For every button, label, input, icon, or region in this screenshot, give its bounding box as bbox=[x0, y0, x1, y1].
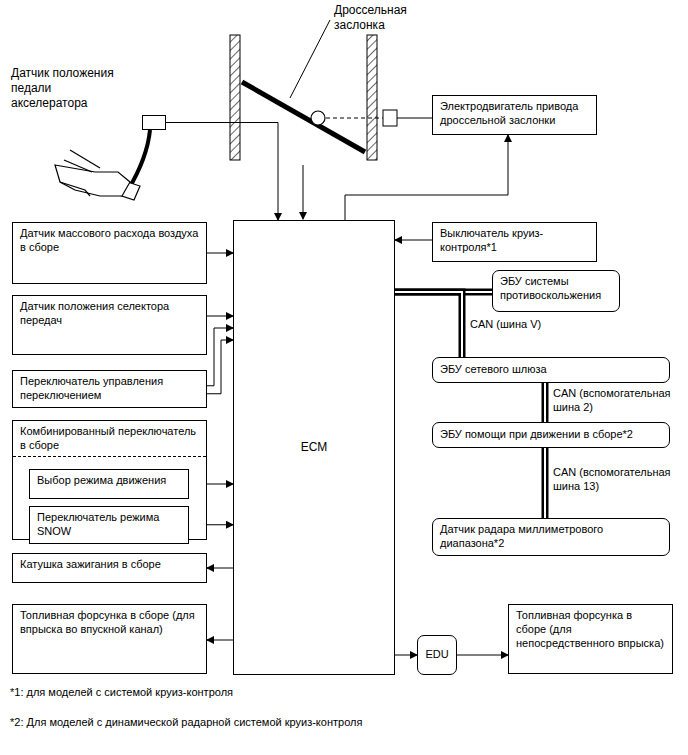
component-box: Катушка зажигания в сборе bbox=[12, 553, 207, 583]
node-text: ЭБУ системы противоскольжения bbox=[500, 275, 612, 303]
node-text: Датчик радара миллиметрового диапазона*2 bbox=[440, 523, 662, 551]
node-text: Катушка зажигания в сборе bbox=[20, 558, 199, 572]
signal-arrow bbox=[166, 123, 278, 221]
component-box: Комбинированный переключатель в сбореВыб… bbox=[12, 420, 207, 540]
node-text: Датчик положения педали акселератора bbox=[11, 66, 129, 111]
component-box: ЭБУ системы противоскольжения bbox=[492, 270, 620, 312]
node-text: Комбинированный переключатель в сборе bbox=[20, 425, 199, 453]
component-box: Датчик массового расхода воздуха в сборе bbox=[12, 222, 207, 284]
signal-arrow bbox=[207, 316, 233, 317]
signal-arrow bbox=[207, 340, 233, 394]
component-box: Выбор режима движения bbox=[29, 469, 189, 499]
node-text: Датчик положения селектора передач bbox=[20, 300, 199, 328]
component-box: EDU bbox=[417, 635, 457, 675]
component-box: Электродвигатель привода дроссельной зас… bbox=[432, 95, 597, 135]
node-text: ECM bbox=[301, 440, 328, 455]
node-text: Выбор режима движения bbox=[37, 474, 181, 488]
component-box: Датчик положения селектора передач bbox=[12, 295, 207, 355]
bus-label: CAN (шина V) bbox=[470, 318, 541, 332]
component-box: Выключатель круиз-контроля*1 bbox=[432, 222, 597, 262]
node-text: Переключатель управления переключением bbox=[20, 375, 199, 403]
signal-arrow bbox=[457, 655, 508, 656]
can-bus bbox=[545, 383, 546, 422]
signal-arrow bbox=[395, 655, 417, 656]
component-box: Топливная форсунка в сборе (для впрыска … bbox=[12, 604, 207, 674]
component-box: Датчик радара миллиметрового диапазона*2 bbox=[432, 518, 670, 556]
component-box: Переключатель режима SNOW bbox=[29, 506, 189, 544]
pedal-illustration bbox=[55, 130, 150, 200]
footnote: *1: для моделей с системой круиз-контрол… bbox=[10, 686, 570, 700]
bus-label: CAN (вспомогательная шина 2) bbox=[553, 387, 678, 415]
can-bus bbox=[545, 448, 546, 518]
signal-arrow bbox=[207, 640, 233, 641]
part-label: Дроссельная заслонка bbox=[334, 3, 454, 33]
node-text: EDU bbox=[425, 648, 448, 662]
component-box: ЭБУ сетевого шлюза bbox=[432, 357, 670, 383]
dashed-separator bbox=[13, 456, 206, 457]
leader-line bbox=[290, 20, 330, 98]
node-text: Переключатель режима SNOW bbox=[37, 511, 181, 539]
footnote: *2: Для моделей с динамической радарной … bbox=[10, 716, 570, 730]
node-text: ЭБУ сетевого шлюза bbox=[440, 363, 547, 377]
control-module-box: ECM bbox=[233, 220, 395, 675]
signal-arrow bbox=[207, 328, 233, 386]
node-text: Топливная форсунка в сборе (для непосред… bbox=[516, 609, 665, 650]
node-text: Топливная форсунка в сборе (для впрыска … bbox=[20, 609, 199, 637]
node-text: Выключатель круиз-контроля*1 bbox=[440, 227, 589, 255]
signal-arrow bbox=[395, 240, 432, 241]
node-text: Электродвигатель привода дроссельной зас… bbox=[440, 100, 589, 128]
component-box: Переключатель управления переключением bbox=[12, 370, 207, 408]
component-box: ЭБУ помощи при движении в сборе*2 bbox=[432, 422, 670, 448]
bus-label: CAN (вспомогательная шина 13) bbox=[553, 466, 678, 494]
node-text: ЭБУ помощи при движении в сборе*2 bbox=[440, 428, 633, 442]
sensor-box: Датчик положения педали акселератора bbox=[142, 115, 166, 130]
can-bus bbox=[395, 292, 462, 357]
component-box: Топливная форсунка в сборе (для непосред… bbox=[508, 604, 673, 674]
throttle-body bbox=[230, 20, 432, 219]
signal-arrow bbox=[207, 253, 233, 254]
node-text: Датчик массового расхода воздуха в сборе bbox=[20, 227, 199, 255]
signal-arrow bbox=[207, 568, 233, 569]
